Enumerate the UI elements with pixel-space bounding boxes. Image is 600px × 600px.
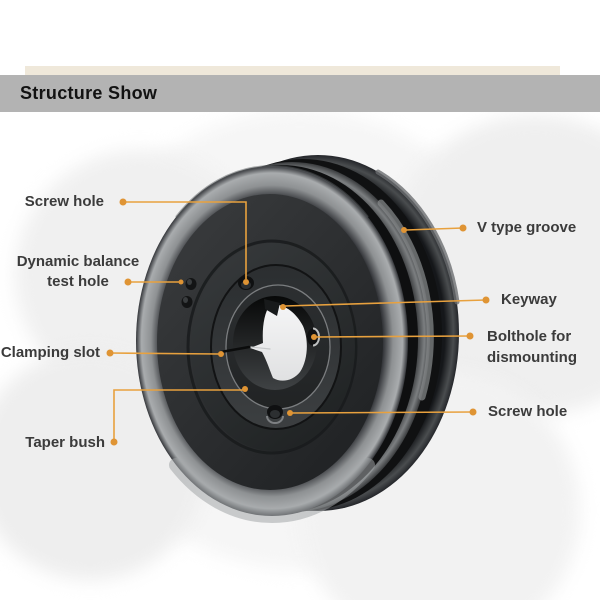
groove-back-highlight — [375, 169, 460, 305]
groove-mid-highlight — [377, 199, 434, 401]
page-title: Structure Show — [20, 83, 158, 103]
screw-hole-bottom — [266, 405, 284, 424]
front-rim-bottom-band — [169, 458, 375, 523]
leader-v-type-groove — [405, 227, 464, 231]
label-clamping-slot: Clamping slot — [0, 344, 100, 361]
label-dynamic-balance-line1: Dynamic balance — [16, 253, 140, 270]
label-screw-hole-left: Screw hole — [24, 193, 104, 210]
leader-taper-bush — [113, 389, 243, 442]
label-taper-bush: Taper bush — [25, 434, 105, 451]
leader-keyway — [284, 299, 487, 307]
front-rim-top-edge — [175, 165, 369, 218]
label-bolthole-line2: dismounting — [487, 349, 577, 366]
label-screw-hole-right: Screw hole — [488, 403, 568, 420]
leader-clamping-slot — [109, 352, 220, 355]
label-dynamic-balance: Dynamic balance test hole — [3, 252, 153, 292]
keyway-notch — [264, 299, 280, 316]
label-keyway: Keyway — [501, 291, 557, 308]
header-accent-strip — [25, 66, 560, 75]
leader-screw-hole-right — [291, 411, 474, 414]
leader-screw-hole-left — [123, 201, 247, 279]
label-bolthole: Bolthole for dismounting — [487, 326, 577, 368]
label-dynamic-balance-line2: test hole — [47, 273, 109, 290]
bore-light-through — [250, 304, 307, 381]
clamping-slot-slit — [219, 345, 251, 354]
dynamic-balance-holes — [181, 278, 197, 308]
clamping-slot-slit-inner — [250, 346, 271, 350]
leader-bolthole — [315, 335, 471, 338]
header-bar: Structure Show — [0, 75, 600, 112]
hub-recess-edge — [186, 239, 358, 455]
label-v-type-groove: V type groove — [477, 219, 577, 236]
label-bolthole-line1: Bolthole for — [487, 328, 572, 345]
